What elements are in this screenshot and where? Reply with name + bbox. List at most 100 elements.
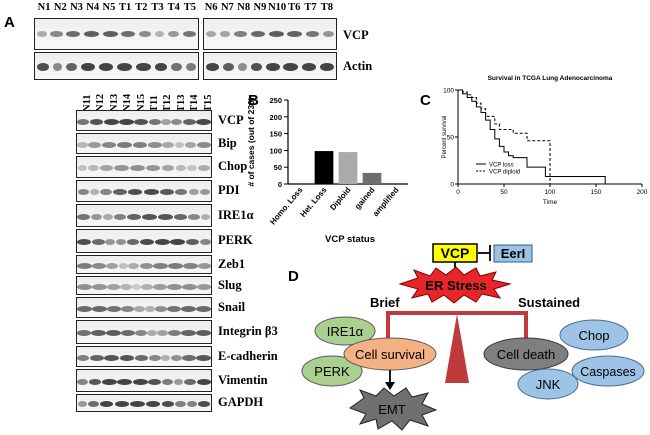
b-category-label: Homo. Loss <box>268 185 305 226</box>
panel-d-letter: D <box>288 268 299 285</box>
b-category-label: Diploid <box>328 185 352 212</box>
band <box>100 401 114 407</box>
jnk-label: JNK <box>536 377 561 392</box>
c-x-tick-label: 100 <box>545 189 556 196</box>
band <box>36 31 47 37</box>
lane-label-n6: N6 <box>204 2 218 13</box>
band <box>77 165 88 171</box>
band <box>197 401 211 407</box>
band <box>185 63 196 71</box>
blot-vimentin <box>76 369 212 392</box>
band <box>104 355 120 361</box>
band <box>88 379 102 385</box>
lane-label-n9: N9 <box>253 2 267 13</box>
band <box>101 142 116 148</box>
lane-label-t5: T5 <box>183 2 197 13</box>
band <box>168 263 184 269</box>
band <box>265 63 280 71</box>
ire1a-label: IRE1α <box>327 324 364 339</box>
band <box>127 214 141 220</box>
top-protein-vcp: VCP <box>343 28 369 42</box>
band <box>77 401 87 407</box>
band <box>171 119 183 125</box>
emt-label: EMT <box>378 402 406 417</box>
band <box>196 119 211 125</box>
band <box>268 31 284 37</box>
band <box>167 31 179 37</box>
band <box>141 214 157 220</box>
band <box>131 284 142 290</box>
brief-label: Brief <box>370 295 400 310</box>
c-x-tick-label: 0 <box>456 189 460 196</box>
protein-label-pdi: PDI <box>218 183 240 197</box>
band <box>119 355 135 361</box>
band <box>37 63 49 71</box>
band <box>162 142 174 148</box>
blot-vcp-top-left <box>34 18 199 50</box>
protein-label-slug: Slug <box>218 278 242 292</box>
lane-label-t4: T4 <box>167 2 180 13</box>
band-row <box>77 263 211 269</box>
band <box>141 284 153 290</box>
chop-ellipse <box>559 319 629 351</box>
band <box>153 263 168 269</box>
lane-label-t6: T6 <box>288 2 301 13</box>
band-row <box>77 165 211 171</box>
band <box>170 355 182 361</box>
emt-starburst <box>348 387 438 431</box>
b-y-tick-label: 250 <box>269 96 282 105</box>
band <box>77 330 91 336</box>
band <box>92 239 105 245</box>
cell-death-ellipse <box>483 337 569 371</box>
b-y-tick-label: 50 <box>274 163 282 172</box>
band <box>199 189 211 195</box>
band <box>148 379 162 385</box>
band <box>175 401 186 407</box>
band <box>128 263 140 269</box>
band <box>87 401 100 407</box>
band <box>157 214 173 220</box>
band <box>103 214 113 220</box>
band <box>102 379 117 385</box>
band <box>161 165 175 171</box>
c-y-tick-label: 100 <box>443 88 454 95</box>
band-row <box>35 63 198 71</box>
band-row <box>35 31 198 37</box>
band-row <box>77 330 211 336</box>
band <box>88 142 101 148</box>
protein-label-perk: PERK <box>218 233 253 247</box>
protein-label-vimentin: Vimentin <box>218 373 268 387</box>
band <box>129 165 145 171</box>
band <box>77 119 90 125</box>
band <box>135 330 148 336</box>
band <box>66 63 78 71</box>
band <box>90 189 100 195</box>
band <box>154 63 168 71</box>
band <box>139 31 151 37</box>
lane-label-t8: T8 <box>320 2 333 13</box>
blot-perk <box>76 229 212 253</box>
balance-fulcrum <box>445 314 469 383</box>
protein-label-snail: Snail <box>218 300 246 314</box>
band <box>91 214 103 220</box>
band <box>196 306 211 312</box>
band <box>196 284 211 290</box>
band <box>106 306 122 312</box>
band <box>188 189 199 195</box>
caspases-ellipse <box>571 355 645 387</box>
band <box>166 284 182 290</box>
balance-beam <box>386 311 528 346</box>
band <box>250 31 265 37</box>
protein-label-ire1: IRE1α <box>218 208 254 222</box>
band <box>105 330 121 336</box>
band <box>140 239 155 245</box>
top-protein-actin: Actin <box>343 59 373 73</box>
band <box>103 119 119 125</box>
band <box>173 214 188 220</box>
b-bar-het-loss <box>314 151 334 184</box>
band <box>120 284 132 290</box>
c-series-vcp-loss <box>458 89 606 184</box>
lane-label-t7: T7 <box>304 2 317 13</box>
band <box>162 379 174 385</box>
